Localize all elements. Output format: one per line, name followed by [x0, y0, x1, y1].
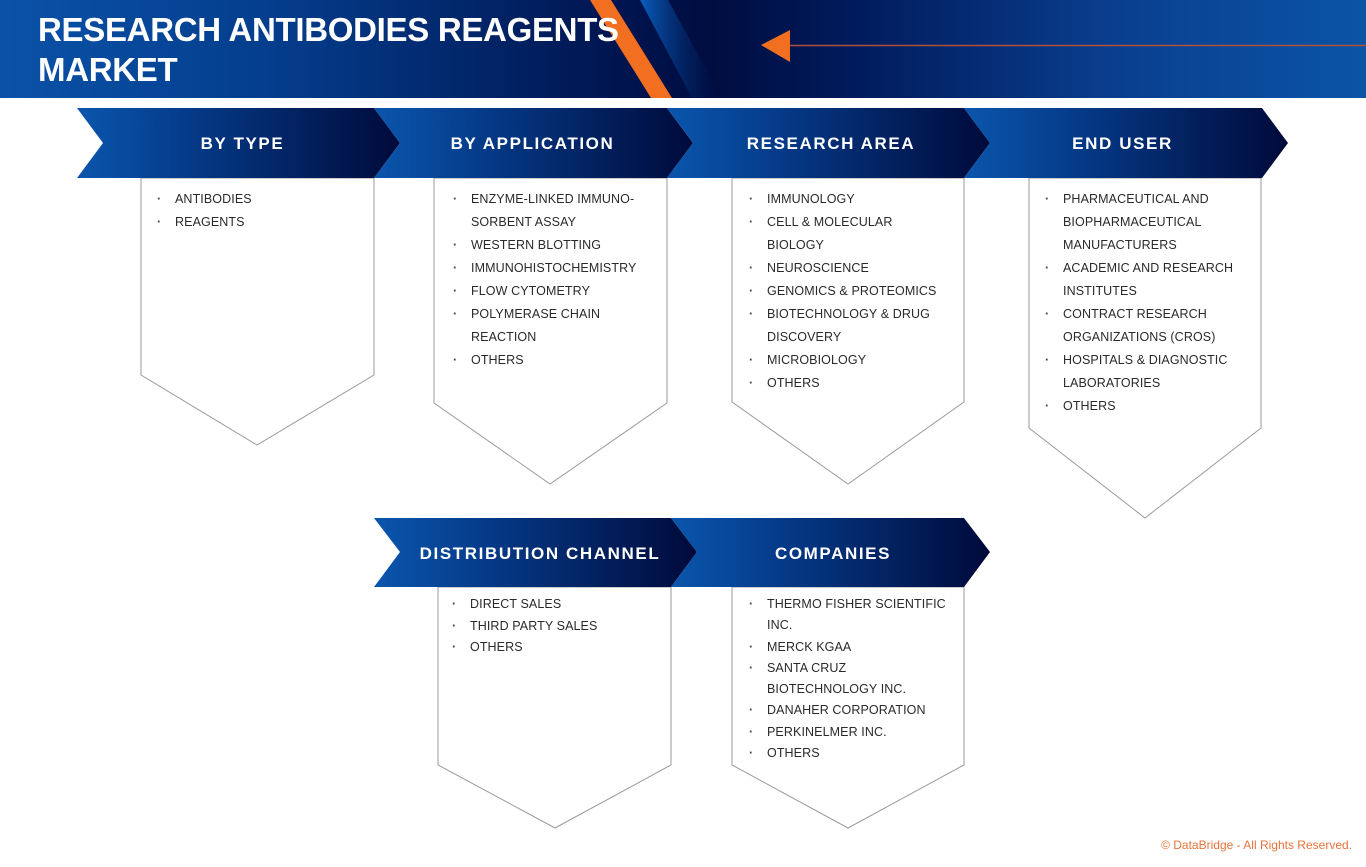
list-item: MERCK KGAA [749, 637, 949, 659]
list-item: CELL & MOLECULAR BIOLOGY [749, 211, 949, 257]
list-item: ANTIBODIES [157, 188, 362, 211]
chevron-end-user [964, 108, 1288, 178]
list-research-area: IMMUNOLOGY CELL & MOLECULAR BIOLOGY NEUR… [749, 188, 949, 395]
list-distribution-channel: DIRECT SALES THIRD PARTY SALES OTHERS [452, 594, 657, 659]
list-item: THIRD PARTY SALES [452, 616, 657, 638]
list-companies: THERMO FISHER SCIENTIFIC INC. MERCK KGAA… [749, 594, 949, 765]
list-by-type: ANTIBODIES REAGENTS [157, 188, 362, 234]
chevron-companies [671, 518, 990, 587]
list-item: DANAHER CORPORATION [749, 700, 949, 722]
list-item: DIRECT SALES [452, 594, 657, 616]
segment-title-research-area: RESEARCH AREA [746, 134, 916, 153]
list-item: OTHERS [1045, 395, 1250, 418]
list-item: WESTERN BLOTTING [453, 234, 643, 257]
list-item: MICROBIOLOGY [749, 349, 949, 372]
arrow-left-icon [761, 30, 790, 62]
list-item: CONTRACT RESEARCH ORGANIZATIONS (CROS) [1045, 303, 1250, 349]
list-item: GENOMICS & PROTEOMICS [749, 280, 949, 303]
segment-title-companies: COMPANIES [774, 544, 892, 563]
chevron-distribution-channel [374, 518, 697, 587]
list-item: NEUROSCIENCE [749, 257, 949, 280]
list-end-user: PHARMACEUTICAL AND BIOPHARMACEUTICAL MAN… [1045, 188, 1250, 418]
list-item: ACADEMIC AND RESEARCH INSTITUTES [1045, 257, 1250, 303]
segment-title-distribution-channel: DISTRIBUTION CHANNEL [419, 544, 661, 563]
list-item: HOSPITALS & DIAGNOSTIC LABORATORIES [1045, 349, 1250, 395]
header-decoration [590, 0, 1366, 98]
list-item: OTHERS [749, 372, 949, 395]
list-item: IMMUNOLOGY [749, 188, 949, 211]
blue-stripe [640, 0, 722, 98]
list-item: PERKINELMER INC. [749, 722, 949, 744]
list-item: POLYMERASE CHAIN REACTION [453, 303, 643, 349]
list-item: PHARMACEUTICAL AND BIOPHARMACEUTICAL MAN… [1045, 188, 1250, 257]
page-title: RESEARCH ANTIBODIES REAGENTS MARKET [38, 11, 619, 88]
list-item: OTHERS [452, 637, 657, 659]
list-by-application: ENZYME-LINKED IMMUNO-SORBENT ASSAY WESTE… [453, 188, 643, 372]
copyright-notice: © DataBridge - All Rights Reserved. [1161, 838, 1352, 852]
list-item: IMMUNOHISTOCHEMISTRY [453, 257, 643, 280]
orange-stripe [590, 0, 672, 98]
list-item: REAGENTS [157, 211, 362, 234]
segment-title-by-type: BY TYPE [200, 134, 285, 153]
list-item: SANTA CRUZ BIOTECHNOLOGY INC. [749, 658, 949, 701]
list-item: THERMO FISHER SCIENTIFIC INC. [749, 594, 949, 637]
list-item: OTHERS [749, 743, 949, 765]
list-item: FLOW CYTOMETRY [453, 280, 643, 303]
chevron-by-type [77, 108, 400, 178]
segment-title-end-user: END USER [1072, 134, 1173, 153]
list-item: OTHERS [453, 349, 643, 372]
segment-title-by-application: BY APPLICATION [450, 134, 615, 153]
list-item: ENZYME-LINKED IMMUNO-SORBENT ASSAY [453, 188, 643, 234]
chevron-by-application [374, 108, 693, 178]
list-item: BIOTECHNOLOGY & DRUG DISCOVERY [749, 303, 949, 349]
header-banner: RESEARCH ANTIBODIES REAGENTS MARKET [0, 0, 1366, 98]
chevron-research-area [667, 108, 990, 178]
